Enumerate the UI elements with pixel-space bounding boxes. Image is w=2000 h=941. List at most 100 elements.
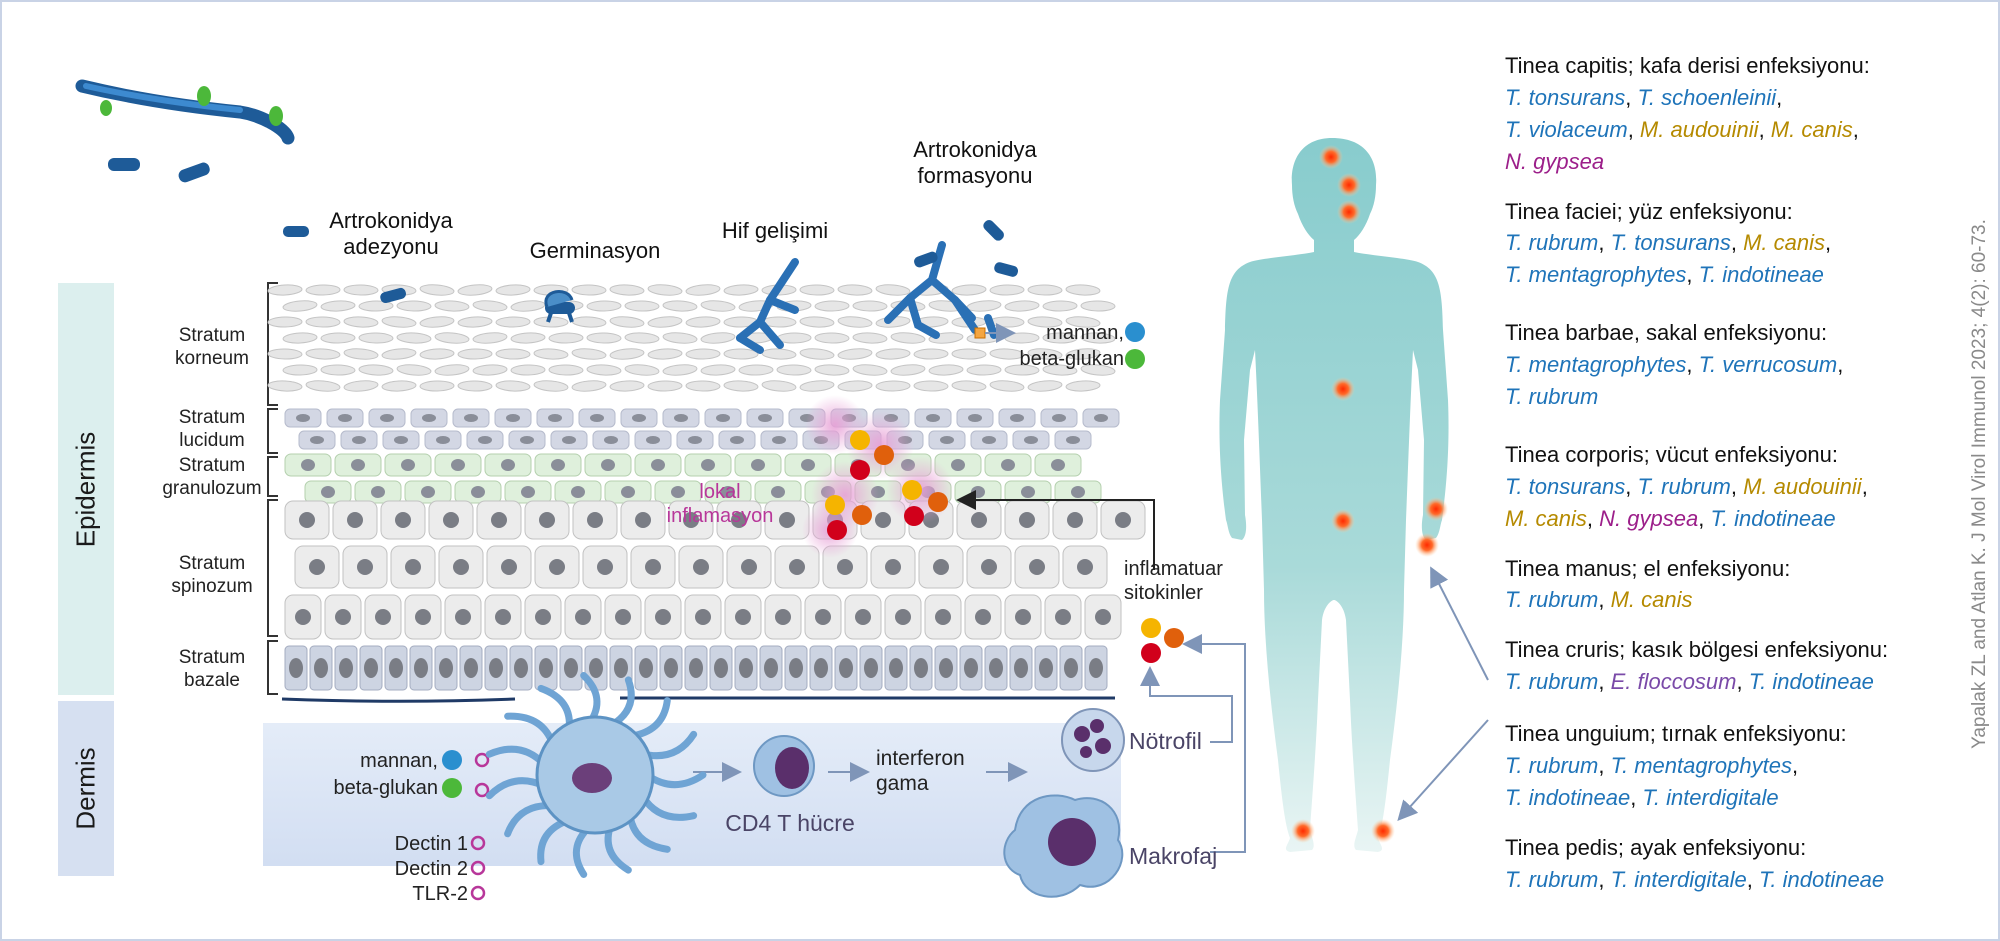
cytokine-group: [1141, 618, 1184, 663]
species-name: M. audouinii: [1639, 116, 1759, 142]
tinea-entry: Tinea unguium; tırnak enfeksiyonu:T. rub…: [1505, 718, 1985, 814]
species-line: N. gypsea: [1505, 146, 1985, 178]
cd4-t-cell-label: CD4 T hücre: [725, 810, 855, 836]
species-name: T. mentagrophytes: [1505, 262, 1687, 288]
species-line: T. tonsurans, T. rubrum, M. audouinii,: [1505, 471, 1985, 503]
receptors: [470, 752, 490, 901]
separator: ,: [1598, 230, 1611, 256]
separator: ,: [1686, 352, 1699, 378]
species-line: T. indotineae, T. interdigitale: [1505, 782, 1985, 814]
species-name: T. interdigitale: [1642, 784, 1779, 810]
species-name: M. canis: [1743, 230, 1825, 256]
tinea-infection-list: Tinea capitis; kafa derisi enfeksiyonu: T…: [1505, 50, 1985, 914]
species-name: T. verrucosum: [1698, 352, 1838, 378]
species-name: T. rubrum: [1505, 669, 1599, 695]
tinea-title: Tinea corporis; vücut enfeksiyonu:: [1505, 441, 1839, 467]
tinea-title: Tinea manus; el enfeksiyonu:: [1505, 555, 1791, 581]
tinea-entry: Tinea manus; el enfeksiyonu: T. rubrum, M…: [1505, 553, 1985, 617]
tinea-entry: Tinea corporis; vücut enfeksiyonu: T. ton…: [1505, 439, 1985, 535]
species-line: T. mentagrophytes, T. verrucosum,: [1505, 349, 1985, 381]
fungus-hyphae: [736, 241, 998, 354]
species-line: T. tonsurans, T. schoenleinii,: [1505, 82, 1985, 114]
species-name: T. indotineae: [1698, 262, 1824, 288]
separator: ,: [1791, 753, 1799, 779]
separator: ,: [1861, 473, 1868, 499]
tinea-title: Tinea cruris; kasık bölgesi enfeksiyonu:: [1505, 637, 1889, 663]
neutrophil-label: Nötrofil: [1129, 728, 1202, 754]
dermis-bar: [58, 701, 114, 876]
species-line: T. rubrum, T. interdigitale, T. indotine…: [1505, 864, 1985, 896]
species-line: T. rubrum, M. canis: [1505, 584, 1985, 616]
species-line: T. rubrum, T. mentagrophytes,: [1505, 750, 1985, 782]
species-line: T. rubrum: [1505, 381, 1985, 413]
species-name: T. indotineae: [1505, 784, 1631, 810]
receptor-dectin2: Dectin 2: [394, 858, 468, 880]
cytokine-arrow: [956, 490, 1155, 570]
species-name: T. interdigitale: [1610, 866, 1747, 892]
macrophage-label: Makrofaj: [1129, 843, 1218, 869]
species-line: T. rubrum, E. floccosum, T. indotineae: [1505, 666, 1985, 698]
species-name: N. gypsea: [1599, 505, 1699, 531]
pamp-mannan-label: mannan,: [1046, 322, 1124, 344]
separator: ,: [1686, 262, 1699, 288]
species-name: T. rubrum: [1505, 384, 1599, 410]
arthroconidia: [914, 220, 1019, 277]
species-name: M. canis: [1610, 587, 1693, 613]
species-name: T. schoenleinii: [1637, 84, 1777, 110]
separator: ,: [1852, 116, 1859, 142]
separator: ,: [1586, 505, 1600, 531]
species-name: T. tonsurans: [1610, 230, 1731, 256]
species-name: T. violaceum: [1505, 116, 1628, 142]
species-name: T. mentagrophytes: [1505, 352, 1687, 378]
pamp-glucan-label: beta-glukan: [1019, 348, 1124, 370]
epidermis-bar: [58, 283, 114, 695]
separator: ,: [1730, 473, 1744, 499]
species-line: T. mentagrophytes, T. indotineae: [1505, 259, 1985, 291]
separator: ,: [1837, 352, 1844, 378]
tinea-entry: Tinea cruris; kasık bölgesi enfeksiyonu:…: [1505, 634, 1985, 698]
macrophage-cell: [1003, 794, 1124, 898]
local-inflammation-zone: [802, 395, 954, 558]
species-name: N. gypsea: [1505, 148, 1605, 174]
separator: ,: [1730, 230, 1744, 256]
tinea-title: Tinea pedis; ayak enfeksiyonu:: [1505, 834, 1807, 860]
stage-label-germination: Germinasyon: [529, 238, 661, 263]
citation: Yapalak ZL and Atlan K. J Mol Virol Immu…: [1969, 219, 1990, 749]
dendritic-cell: [485, 672, 707, 878]
stage-label-hyphae: Hif gelişimi: [721, 218, 829, 243]
species-name: T. mentagrophytes: [1610, 753, 1792, 779]
separator: ,: [1824, 230, 1832, 256]
species-name: T. indotineae: [1758, 866, 1885, 892]
tinea-entry: Tinea faciei; yüz enfeksiyonu:T. rubrum,…: [1505, 196, 1985, 292]
fungus-germination: [380, 287, 575, 323]
species-name: E. floccosum: [1610, 669, 1737, 695]
epidermis-label: Epidermis: [70, 431, 101, 548]
dermis-label: Dermis: [70, 747, 101, 830]
tinea-entry: Tinea capitis; kafa derisi enfeksiyonu: T…: [1505, 50, 1985, 178]
tinea-title: Tinea barbae, sakal enfeksiyonu:: [1505, 320, 1828, 346]
receptor-dectin1: Dectin 1: [394, 833, 468, 855]
receptor-tlr2: TLR-2: [412, 883, 468, 905]
tinea-entry: Tinea barbae, sakal enfeksiyonu: T. menta…: [1505, 317, 1985, 413]
human-body-silhouette: [1219, 138, 1449, 852]
tinea-title: Tinea capitis; kafa derisi enfeksiyonu:: [1505, 53, 1870, 78]
species-name: T. rubrum: [1505, 866, 1599, 892]
species-name: T. rubrum: [1505, 587, 1599, 613]
species-name: T. rubrum: [1505, 753, 1599, 779]
infection-hotspots: [1291, 145, 1448, 843]
separator: ,: [1598, 753, 1611, 779]
species-name: T. indotineae: [1748, 669, 1874, 695]
separator: ,: [1736, 669, 1749, 695]
separator: ,: [1598, 866, 1611, 892]
species-name: T. rubrum: [1637, 473, 1731, 499]
separator: ,: [1630, 784, 1643, 810]
